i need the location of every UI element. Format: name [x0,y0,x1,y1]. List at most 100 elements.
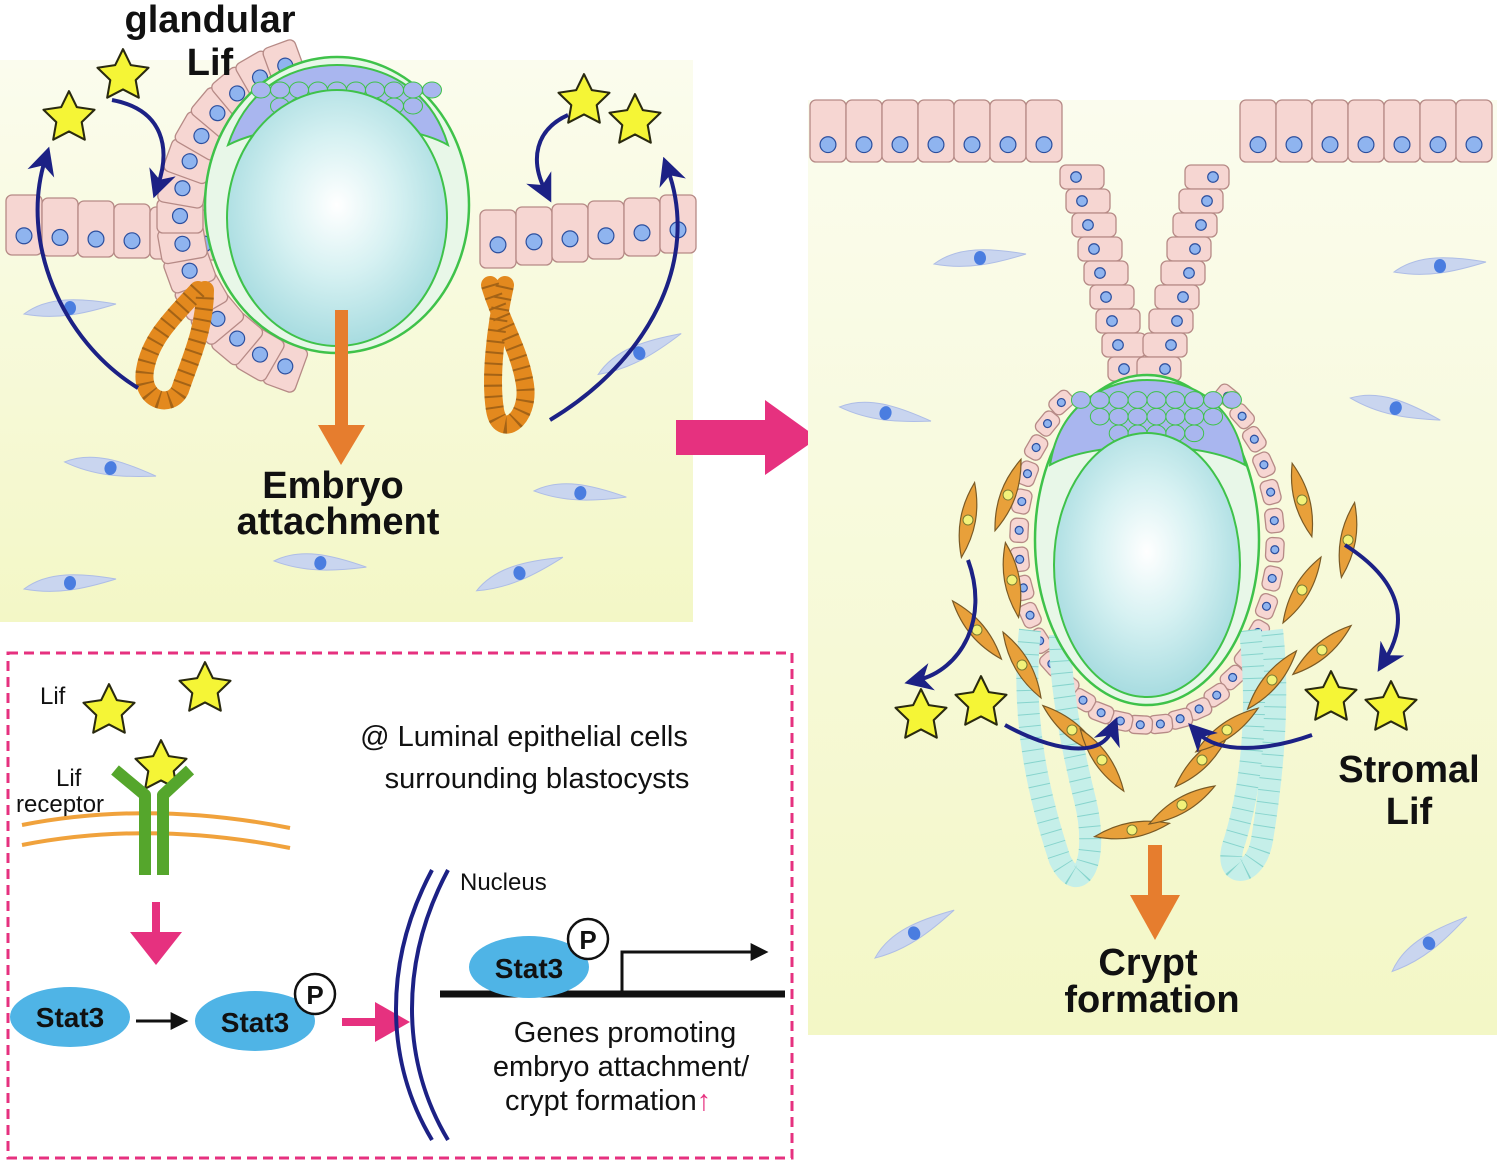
epithelial-cell [623,197,661,257]
uterine-gland-left [135,281,214,410]
epithelial-cell [989,99,1027,163]
stromal-lif-label-line1: Stromal [1338,749,1479,791]
epithelial-cell [1264,536,1285,563]
blastocyst [1033,373,1261,707]
epithelial-cell [1077,236,1123,262]
epithelial-cell [1252,451,1276,479]
epithelial-cell [1127,714,1154,735]
location-line1: @ Luminal epithelial cells [360,721,688,753]
icm-cell [403,81,423,99]
transition-arrow [676,400,818,475]
genes-line2: embryo attachment/ [493,1051,750,1083]
blastocyst [203,55,471,355]
crypt-formation-label-line2: formation [1064,979,1239,1021]
epithelial-cell [1142,332,1188,358]
icm-cell [1165,391,1186,409]
epithelial-cell [1034,410,1061,437]
epithelial-cell [77,200,115,258]
epithelial-cell [1419,99,1457,163]
epithelial-cell [1347,99,1385,163]
uterine-gland-right [481,276,535,434]
phosphate-icon [293,972,337,1016]
icm-cell [1165,407,1186,426]
epithelial-cell [1383,99,1421,163]
stromal-lif-label-line2: Lif [1386,791,1433,833]
blastocoel [1053,432,1241,698]
glandular-lif-label-line1: glandular [124,0,295,41]
icm-cell [1108,391,1129,409]
icm-cell [1146,407,1167,426]
epithelial-cell [1018,601,1042,629]
epithelial-cell [1015,460,1040,488]
phosphate-label: P [306,980,323,1010]
embryo-attachment-label-line1: Embryo [262,465,403,507]
stat3-protein [10,987,130,1047]
receptor-label-line1: Lif [56,765,82,792]
epithelial-cell [551,203,589,263]
icm-cell [1146,391,1167,409]
nuclear-envelope [410,869,450,1142]
embryo-attachment-arrow [318,310,365,465]
epithelial-cell [113,203,151,259]
lif-binding-arrow [1004,717,1120,751]
lif-secretion-arrow [27,146,140,390]
epithelial-cell [1059,164,1105,190]
icm-cell [1089,407,1110,426]
icm-cell [1127,391,1148,409]
epithelial-cell [809,99,847,163]
epithelial-cell [157,223,208,265]
dashed-border [6,651,794,1160]
embryo-attachment-label-line2: attachment [237,501,440,543]
lif-secretion-arrow [1343,543,1405,672]
epithelial-cell [1147,713,1174,735]
genes-line3-text: crypt formation [505,1085,697,1117]
receptor-label-line2: receptor [16,791,104,818]
epithelial-cell [1009,517,1030,544]
uterine-gland-right [1220,628,1287,881]
luminal-epithelium-right [1239,99,1493,163]
genes-line3: crypt formation↑ [505,1085,711,1117]
epithelial-cell [1172,212,1218,238]
epithelial-cell [917,99,955,163]
epithelial-cell [1275,99,1313,163]
crypt-epithelium [1009,164,1285,735]
icm-cell [251,81,271,99]
icm-cell [1127,407,1148,426]
lif-binding-arrow [111,98,176,199]
cell-membrane [21,811,291,830]
epithelial-cell [1023,434,1049,461]
phosphate-icon [566,917,610,961]
epithelial-cell [1178,188,1224,214]
blastocoel [226,89,448,347]
lif-binding-arrow [526,113,569,203]
cell-membrane [21,831,291,850]
icm-cell [1203,391,1224,409]
crypt-panel: Stromal Lif Crypt formation [808,99,1497,1035]
signal-down-arrow [130,902,182,965]
location-line2: surrounding blastocysts [385,763,690,795]
icm-cell [1070,391,1091,409]
icm-cell [1108,407,1129,426]
epithelial-cell [1264,507,1285,534]
phospho-stat3-protein [195,991,315,1051]
lif-receptor-icon [111,765,195,875]
icm-cell [422,81,442,99]
nuclear-translocation-arrow [342,1002,410,1042]
epithelial-cell [1261,565,1284,592]
phospho-stat3-label: Stat3 [221,1007,289,1038]
icm-cell [1222,391,1242,409]
stat3-label: Stat3 [36,1002,104,1033]
luminal-epithelium-left [809,99,1063,163]
epithelial-cell [1071,212,1117,238]
epithelial-cell [1025,99,1063,163]
bound-stat3-label: Stat3 [495,953,563,984]
icm-cell [1184,424,1205,443]
epithelial-cell [1095,308,1141,334]
epithelial-cell [1185,697,1213,721]
nuclear-envelope [394,869,434,1142]
epithelial-cell [1203,682,1231,708]
epithelial-cell [515,206,553,266]
epithelial-cell [1065,188,1111,214]
icm-cell [384,81,404,99]
epithelial-cell [845,99,883,163]
